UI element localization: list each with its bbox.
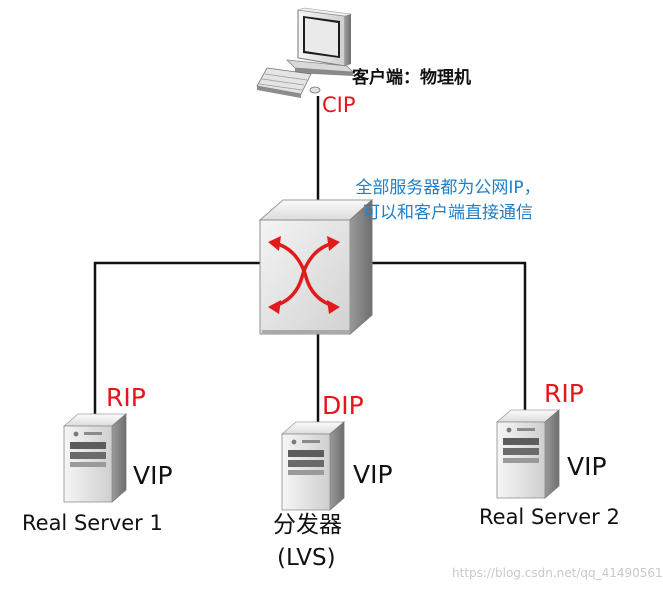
network-switch-icon bbox=[258, 198, 374, 336]
watermark: https://blog.csdn.net/qq_41490561 bbox=[452, 566, 663, 580]
tower-server-icon bbox=[495, 409, 561, 499]
note-line-1: 全部服务器都为公网IP， bbox=[355, 178, 541, 198]
diagram-canvas bbox=[62, 7, 561, 511]
lvs-name-line-2: (LVS) bbox=[277, 545, 336, 571]
lvs-ip-label: DIP bbox=[322, 391, 364, 420]
diagram-note: 全部服务器都为公网IP， 可以和客户端直接通信 bbox=[318, 176, 578, 226]
network-diagram: 客户端：物理机 CIP 全部服务器都为公网IP， 可以和客户端直接通信 RIP … bbox=[22, 7, 663, 580]
client-ip-label: CIP bbox=[322, 93, 356, 117]
note-line-2: 可以和客户端直接通信 bbox=[363, 203, 533, 223]
tower-server-icon bbox=[62, 413, 128, 503]
server2-vip-label: VIP bbox=[567, 452, 607, 481]
server1-vip-label: VIP bbox=[133, 461, 173, 490]
server2-name: Real Server 2 bbox=[479, 505, 620, 529]
server2-ip-label: RIP bbox=[544, 379, 584, 408]
connection-lines bbox=[93, 96, 527, 430]
client-label: 客户端：物理机 bbox=[352, 68, 471, 88]
link-switch-server2 bbox=[365, 261, 527, 420]
tower-server-icon bbox=[280, 421, 346, 511]
desktop-computer-icon bbox=[256, 7, 355, 98]
lvs-vip-label: VIP bbox=[353, 460, 393, 489]
link-switch-server1 bbox=[93, 261, 262, 430]
lvs-name-line-1: 分发器 bbox=[273, 512, 342, 538]
server1-ip-label: RIP bbox=[106, 383, 146, 412]
server1-name: Real Server 1 bbox=[22, 511, 163, 535]
